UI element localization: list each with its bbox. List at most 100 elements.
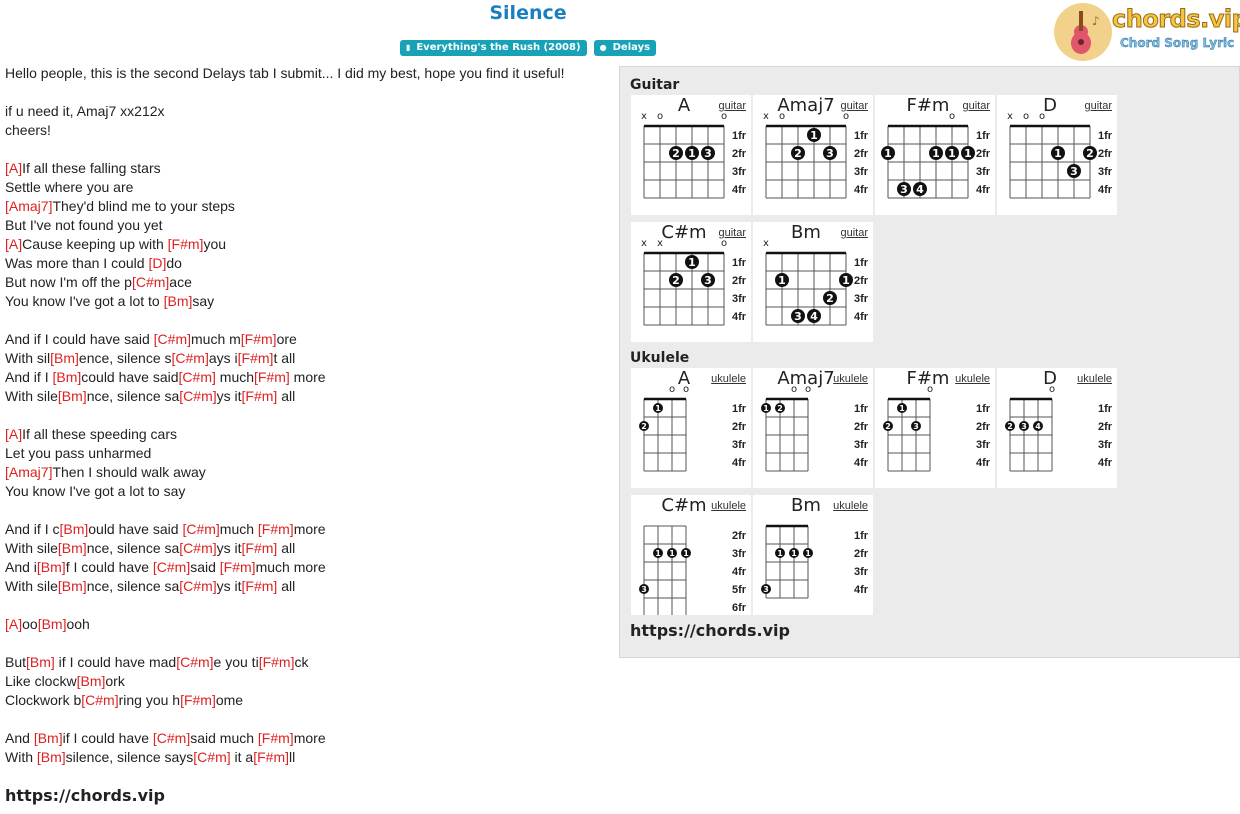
lyric-text: all	[277, 578, 296, 594]
fret-number: 2fr	[732, 421, 747, 433]
lyric-text: much more	[255, 559, 326, 575]
chord-link[interactable]: [Bm]	[36, 559, 66, 575]
fret-number: 1fr	[854, 257, 869, 269]
chord-link[interactable]: [Bm]	[52, 369, 82, 385]
chord-link[interactable]: [F#m]	[219, 559, 256, 575]
chord-link[interactable]: [F#m]	[241, 388, 278, 404]
chord-link[interactable]: [C#m]	[178, 369, 216, 385]
footer-link[interactable]: https://chords.vip	[5, 786, 165, 805]
chord-link[interactable]: [F#m]	[254, 369, 290, 385]
chord-link[interactable]: [F#m]	[241, 540, 278, 556]
finger-dot	[1083, 146, 1097, 160]
logo-text: chords.vip	[1111, 5, 1240, 34]
artist-badge[interactable]: ●Delays	[593, 40, 657, 56]
chord-link[interactable]: [C#m]	[152, 730, 191, 746]
instrument-link[interactable]: guitar	[1084, 100, 1112, 112]
chord-link[interactable]: [F#m]	[237, 350, 274, 366]
chord-link[interactable]: [F#m]	[257, 521, 294, 537]
chord-link[interactable]: [F#m]	[253, 749, 289, 765]
finger-number: 2	[672, 274, 680, 287]
chord-link[interactable]: [F#m]	[241, 578, 278, 594]
instrument-link[interactable]: ukulele	[833, 373, 868, 385]
finger-number: 2	[672, 147, 680, 160]
chord-link[interactable]: [F#m]	[257, 730, 294, 746]
album-badge[interactable]: ▮Everything's the Rush (2008)	[399, 40, 587, 56]
chord-name: D	[1043, 368, 1057, 389]
instrument-link[interactable]: guitar	[718, 100, 746, 112]
fret-number: 1fr	[976, 403, 991, 415]
instrument-link[interactable]: ukulele	[1077, 373, 1112, 385]
instrument-link[interactable]: ukulele	[955, 373, 990, 385]
chord-link[interactable]: [Bm]	[37, 616, 67, 632]
finger-number: 4	[1035, 422, 1041, 431]
chord-link[interactable]: [Bm]	[33, 730, 63, 746]
chord-link[interactable]: [A]	[5, 236, 23, 252]
chord-link[interactable]: [C#m]	[153, 331, 191, 347]
chord-link[interactable]: [A]	[5, 426, 23, 442]
svg-text:♪: ♪	[1092, 14, 1100, 28]
chord-link[interactable]: [C#m]	[179, 540, 217, 556]
chord-link[interactable]: [C#m]	[176, 654, 214, 670]
chord-link[interactable]: [Bm]	[57, 578, 87, 594]
finger-dot	[1033, 421, 1043, 431]
lyric-text: if I could have mad	[54, 654, 177, 670]
chord-link[interactable]: [Bm]	[36, 749, 66, 765]
chord-link[interactable]: [Bm]	[76, 673, 106, 689]
instrument-link[interactable]: guitar	[718, 227, 746, 239]
lyric-line: With sile[Bm]nce, silence sa[C#m]ys it[F…	[5, 387, 617, 406]
lyric-text: say	[192, 293, 215, 309]
chord-link[interactable]: [Bm]	[163, 293, 193, 309]
chord-link[interactable]: [A]	[5, 616, 23, 632]
site-logo[interactable]: ♪ chords.vip Chord Song Lyric	[1054, 3, 1240, 63]
blank-line	[5, 710, 617, 729]
lyric-text: But now I'm off the p	[5, 274, 132, 290]
lyric-line: But I've not found you yet	[5, 216, 617, 235]
instrument-link[interactable]: guitar	[962, 100, 990, 112]
chord-link[interactable]: [Amaj7]	[5, 198, 53, 214]
chord-link[interactable]: [C#m]	[179, 578, 217, 594]
chord-link[interactable]: [F#m]	[258, 654, 295, 670]
lyric-text: much m	[191, 331, 241, 347]
chord-link[interactable]: [Bm]	[59, 521, 89, 537]
instrument-link[interactable]: ukulele	[711, 500, 746, 512]
chord-link[interactable]: [Bm]	[57, 540, 87, 556]
chord-link[interactable]: [Bm]	[50, 350, 79, 366]
lyric-text: Cause keeping up with	[22, 236, 168, 252]
chord-link[interactable]: [Bm]	[26, 654, 55, 670]
chord-link[interactable]: [D]	[148, 255, 167, 271]
instrument-link[interactable]: guitar	[840, 227, 868, 239]
chord-link[interactable]: [Bm]	[57, 388, 87, 404]
instrument-link[interactable]: guitar	[840, 100, 868, 112]
chord-link[interactable]: [C#m]	[182, 521, 220, 537]
chord-link[interactable]: [F#m]	[167, 236, 204, 252]
finger-number: 2	[1086, 147, 1094, 160]
fret-number: 3fr	[1098, 166, 1113, 178]
chord-link[interactable]: [C#m]	[152, 559, 191, 575]
chord-link[interactable]: [F#m]	[180, 692, 216, 708]
chord-link[interactable]: [A]	[5, 160, 23, 176]
panel-link[interactable]: https://chords.vip	[630, 621, 790, 640]
chord-link[interactable]: [C#m]	[179, 388, 217, 404]
chord-link[interactable]: [F#m]	[240, 331, 277, 347]
chord-link[interactable]: [C#m]	[171, 350, 209, 366]
instrument-link[interactable]: ukulele	[833, 500, 868, 512]
instrument-link[interactable]: ukulele	[711, 373, 746, 385]
chord-link[interactable]: [C#m]	[193, 749, 231, 765]
chord-link[interactable]: [C#m]	[131, 274, 170, 290]
lyric-text: more	[289, 369, 326, 385]
chord-link[interactable]: [C#m]	[81, 692, 119, 708]
chord-link[interactable]: [Amaj7]	[5, 464, 53, 480]
